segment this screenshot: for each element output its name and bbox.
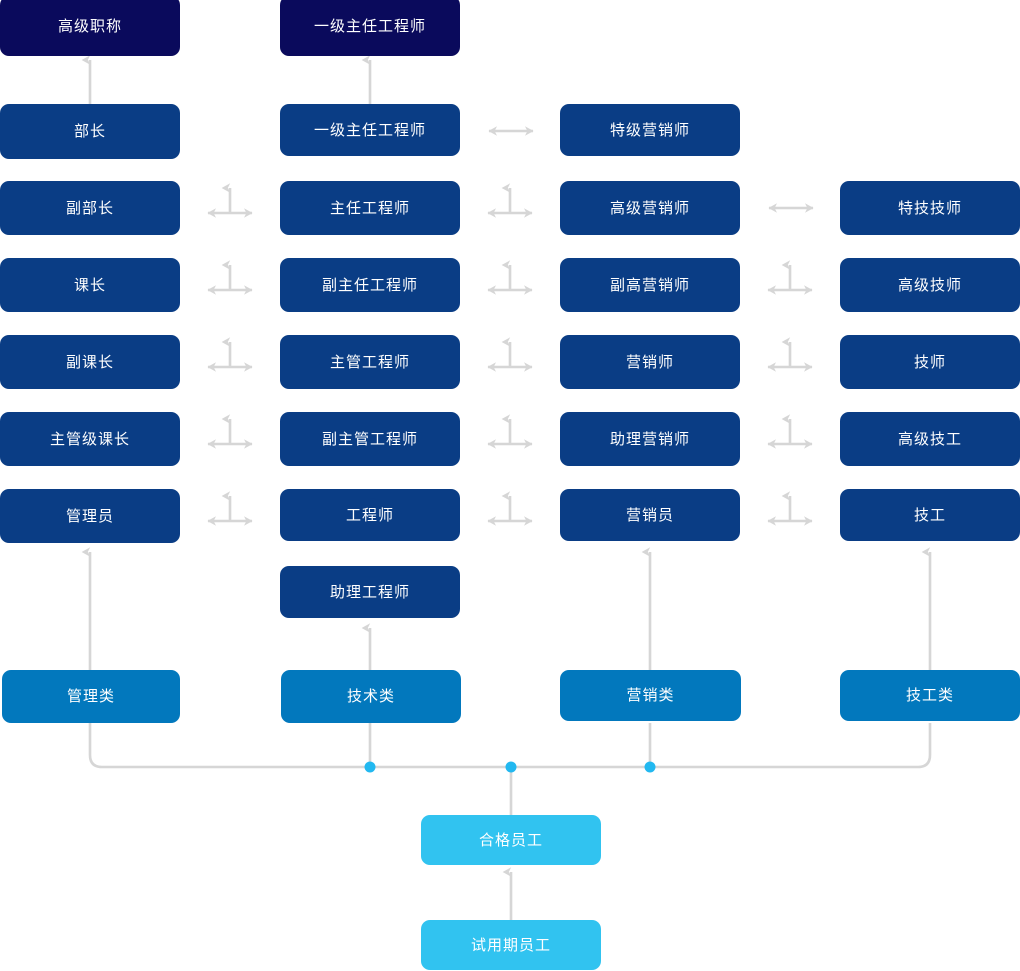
bus-line-left [88,723,932,769]
tee-arrow [207,491,253,526]
tee-arrow [487,337,533,372]
node-zhuguan-gongchengshi[interactable]: 主管工程师 [280,335,460,389]
node-kezhang[interactable]: 课长 [0,258,180,312]
bus-junction-dots [364,761,656,773]
tee-arrow [487,260,533,295]
tee-arrow [487,183,533,218]
node-fu-zhuguan-gongchengshi[interactable]: 副主管工程师 [280,412,460,466]
node-shiyongqi-yuangong[interactable]: 试用期员工 [421,920,601,970]
node-zhuli-yingxiaoshi[interactable]: 助理营销师 [560,412,740,466]
junction-dot [505,761,517,773]
junction-dot [364,761,376,773]
node-jigong[interactable]: 技工 [840,489,1020,541]
node-fu-buzhang[interactable]: 副部长 [0,181,180,235]
node-yiji-zhuren-gongchengshi-top[interactable]: 一级主任工程师 [280,0,460,56]
node-yingxiaoshi[interactable]: 营销师 [560,335,740,389]
node-yiji-zhuren-gongchengshi[interactable]: 一级主任工程师 [280,104,460,156]
node-zhuguanji-kezhang[interactable]: 主管级课长 [0,412,180,466]
node-fugao-yingxiaoshi[interactable]: 副高营销师 [560,258,740,312]
tee-arrow [767,260,813,295]
node-category-guanlilei[interactable]: 管理类 [2,670,180,723]
tee-arrow [767,337,813,372]
tee-arrow [767,414,813,449]
node-yingxiaoyuan[interactable]: 营销员 [560,489,740,541]
tee-arrow [487,414,533,449]
tee-arrow [207,337,253,372]
node-gongchengshi[interactable]: 工程师 [280,489,460,541]
node-teji-yingxiaoshi[interactable]: 特级营销师 [560,104,740,156]
node-gaoji-jigong[interactable]: 高级技工 [840,412,1020,466]
node-category-jigonglei[interactable]: 技工类 [840,670,1020,721]
node-zhuli-gongchengshi[interactable]: 助理工程师 [280,566,460,618]
tee-arrow [207,183,253,218]
node-category-yingxiaolei[interactable]: 营销类 [560,670,741,721]
node-guanliyuan[interactable]: 管理员 [0,489,180,543]
tee-arrow [767,491,813,526]
node-jishi[interactable]: 技师 [840,335,1020,389]
node-category-jishulei[interactable]: 技术类 [281,670,461,723]
node-zhuren-gongchengshi[interactable]: 主任工程师 [280,181,460,235]
node-fu-zhuren-gongchengshi[interactable]: 副主任工程师 [280,258,460,312]
junction-dot [644,761,656,773]
node-fu-kezhang[interactable]: 副课长 [0,335,180,389]
node-hege-yuangong[interactable]: 合格员工 [421,815,601,865]
node-gaoji-yingxiaoshi[interactable]: 高级营销师 [560,181,740,235]
tee-arrow [207,260,253,295]
tee-arrow [207,414,253,449]
tee-arrow [487,491,533,526]
node-gaoji-zhicheng[interactable]: 高级职称 [0,0,180,56]
node-buzhang[interactable]: 部长 [0,104,180,159]
node-gaoji-jishi[interactable]: 高级技师 [840,258,1020,312]
node-teji-jishi[interactable]: 特技技师 [840,181,1020,235]
